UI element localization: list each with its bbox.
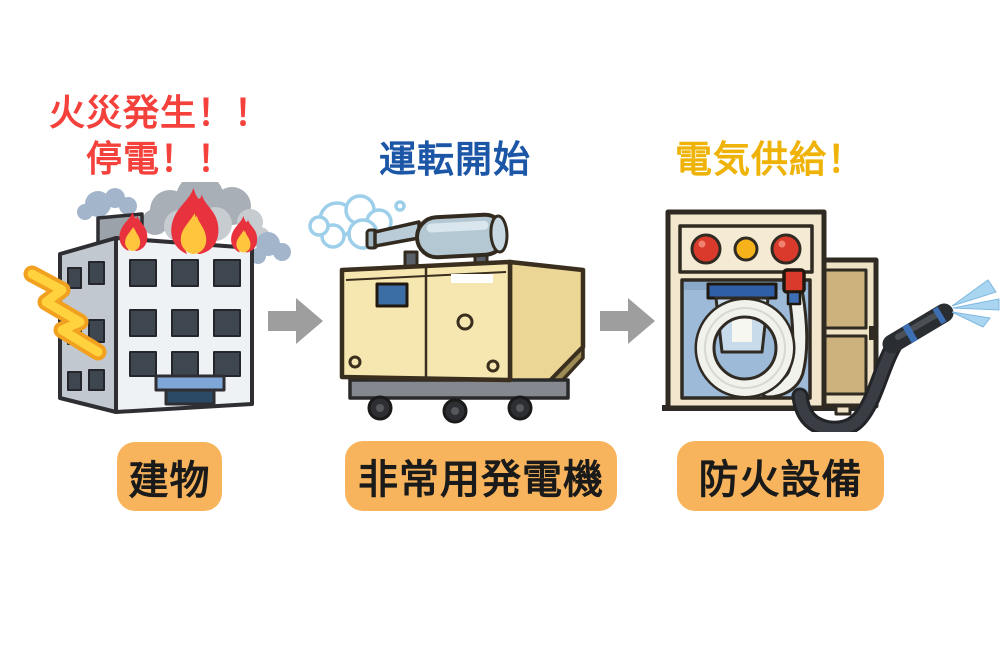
generator-body <box>339 259 586 424</box>
cloud-icon-left <box>77 188 137 220</box>
burning-building-illustration <box>23 182 291 414</box>
fire-hose-coil <box>694 297 796 399</box>
label-building-text: 建物 <box>128 458 211 503</box>
door-handle <box>869 326 876 340</box>
arrow-right-icon <box>600 298 655 344</box>
fire-protection-equipment-illustration <box>662 209 1000 432</box>
label-emergency-generator-text: 非常用発電機 <box>358 458 604 502</box>
generator-control-panel <box>375 282 409 308</box>
label-emergency-generator: 非常用発電機 <box>345 441 617 511</box>
arrow-right-icon <box>268 298 323 344</box>
hose-nozzle <box>791 303 954 432</box>
status-line-electric-supply: 電気供給！ <box>675 139 865 180</box>
generator-door-handle <box>456 313 474 331</box>
building-icon <box>58 212 254 414</box>
status-text-fire-and-outage: 火災発生！！ 停電！！ <box>20 90 300 182</box>
generator-base-skid <box>348 378 570 400</box>
alarm-button <box>782 268 806 294</box>
label-fire-protection-equipment: 防火設備 <box>677 441 884 511</box>
label-fire-protection-equipment-text: 防火設備 <box>698 458 863 502</box>
generator-muffler <box>365 212 509 270</box>
nozzle-bracket <box>706 282 778 300</box>
status-line-fire: 火災発生！！ <box>48 92 271 133</box>
building-entrance <box>154 374 226 406</box>
arrow-right-shape <box>600 298 655 344</box>
water-spray-icon <box>951 279 1000 328</box>
status-line-outage: 停電！！ <box>85 138 234 179</box>
generator-label-strip <box>451 274 493 283</box>
label-building: 建物 <box>117 442 222 511</box>
status-line-operation-start: 運転開始 <box>379 139 531 180</box>
indicator-lamps <box>690 233 802 265</box>
lightning-icon <box>23 265 107 361</box>
status-text-operation-start: 運転開始 <box>355 140 555 180</box>
status-text-electric-supply: 電気供給！ <box>650 140 890 180</box>
generator-wheels <box>367 395 533 424</box>
arrow-right-shape <box>268 298 323 344</box>
emergency-generator-illustration <box>308 194 586 424</box>
hydrant-cabinet <box>665 209 827 411</box>
